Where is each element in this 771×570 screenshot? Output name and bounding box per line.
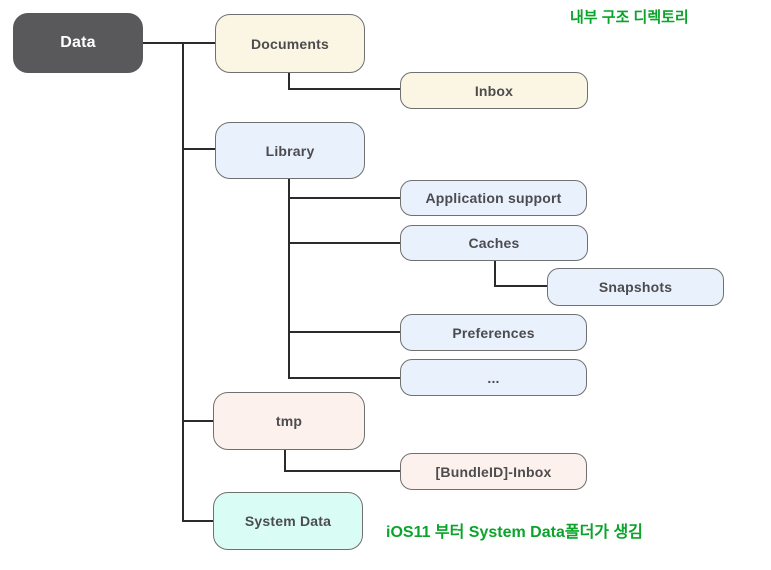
connector-line	[288, 179, 290, 379]
annotation-internal-structure: 내부 구조 디렉토리	[570, 9, 689, 26]
connector-line	[182, 520, 213, 522]
connector-line	[182, 42, 184, 522]
connector-line	[288, 197, 400, 199]
connector-line	[288, 331, 400, 333]
node-system-data: System Data	[213, 492, 363, 550]
node-data: Data	[13, 13, 143, 73]
connector-line	[288, 88, 400, 90]
node-application-support: Application support	[400, 180, 587, 216]
node-caches: Caches	[400, 225, 588, 261]
node-preferences: Preferences	[400, 314, 587, 351]
node-snapshots: Snapshots	[547, 268, 724, 306]
node-tmp: tmp	[213, 392, 365, 450]
node-inbox: Inbox	[400, 72, 588, 109]
node-ellipsis: ...	[400, 359, 587, 396]
connector-line	[288, 242, 400, 244]
node-library: Library	[215, 122, 365, 179]
connector-line	[494, 261, 496, 287]
connector-line	[182, 148, 215, 150]
connector-line	[288, 377, 400, 379]
connector-line	[284, 450, 286, 472]
connector-line	[494, 285, 547, 287]
connector-line	[182, 420, 213, 422]
annotation-ios11-note: iOS11 부터 System Data폴더가 생김	[386, 524, 643, 541]
connector-line	[143, 42, 215, 44]
node-documents: Documents	[215, 14, 365, 73]
connector-line	[284, 470, 400, 472]
connector-line	[288, 73, 290, 90]
node-bundleid-inbox: [BundleID]-Inbox	[400, 453, 587, 490]
